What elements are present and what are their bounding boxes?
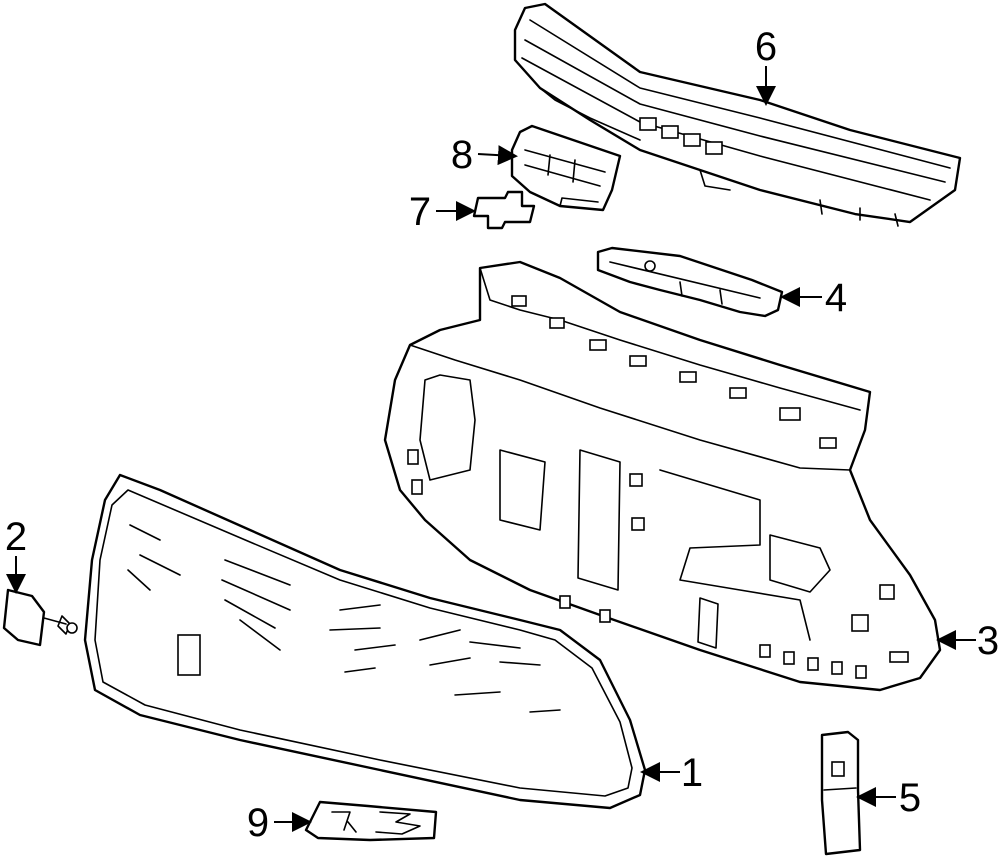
leader-lines [6, 66, 976, 832]
callout-3: 3 [977, 619, 999, 663]
emblem-bracket-part [510, 124, 622, 212]
callouts: 6 8 7 4 3 2 1 5 9 [5, 25, 999, 845]
callout-8: 8 [451, 133, 473, 177]
arrow-8 [477, 145, 518, 166]
callout-9: 9 [247, 801, 269, 845]
callout-7: 7 [409, 190, 431, 234]
callout-1: 1 [681, 751, 703, 795]
bowtie-emblem-part [472, 190, 536, 230]
rs-emblem-part [304, 800, 438, 842]
side-bracket-part [820, 730, 862, 856]
callout-4: 4 [825, 276, 847, 320]
callout-5: 5 [899, 776, 921, 820]
end-cap-part [2, 588, 78, 647]
grille-part [83, 473, 647, 810]
callout-6: 6 [755, 25, 777, 69]
upper-grille-part [513, 2, 962, 227]
callout-2: 2 [5, 515, 27, 559]
grille-frame-part [383, 260, 942, 692]
upper-bracket-part [596, 246, 784, 318]
